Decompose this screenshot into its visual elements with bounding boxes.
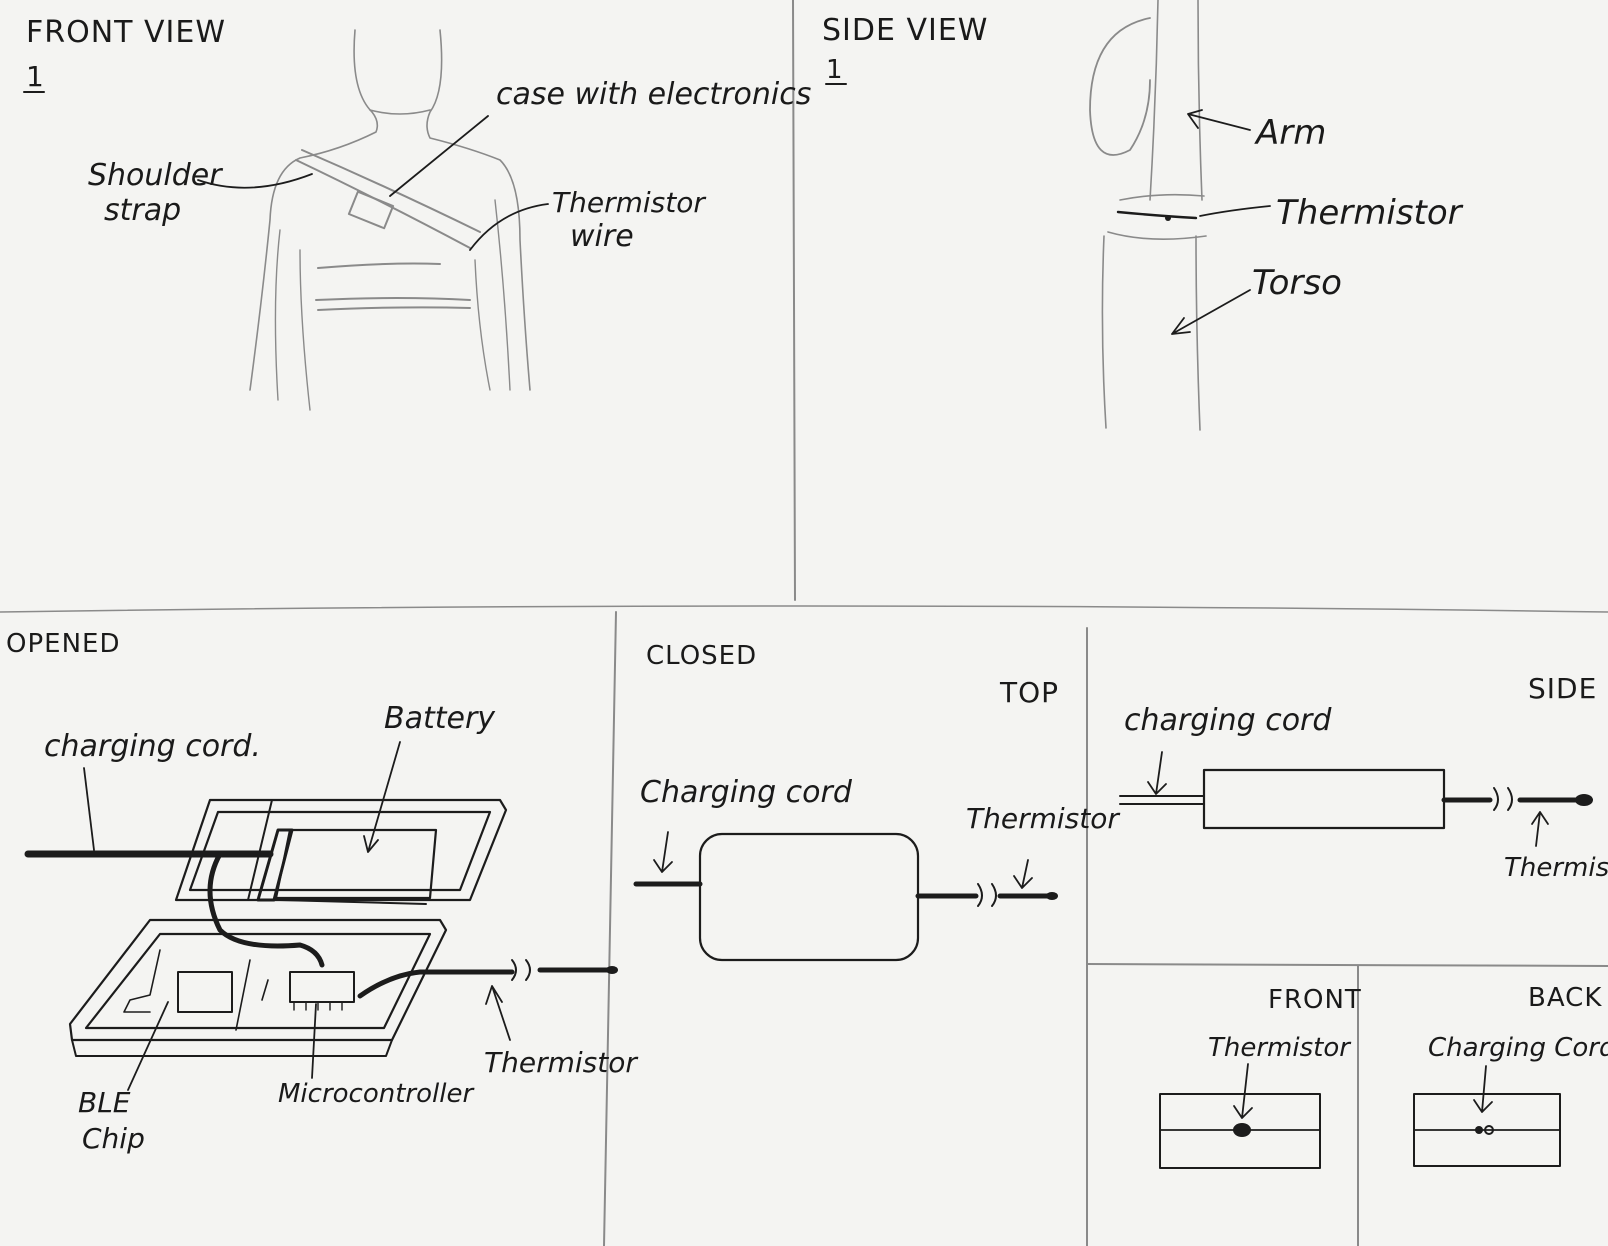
arm-label: Arm <box>1254 113 1326 153</box>
thermistor-wire-label-line2: wire <box>570 219 634 254</box>
closed-side-charging-cord-label: charging cord <box>1124 703 1332 738</box>
closed-front-thermistor-leader <box>1234 1064 1252 1118</box>
front-torso-figure <box>250 30 530 410</box>
shoulder-strap-label-line2: strap <box>104 193 181 228</box>
closed-top-title: TOP <box>999 676 1059 709</box>
thermistor-wire-label-line1: Thermistor <box>552 186 706 219</box>
closed-side-title: SIDE <box>1528 672 1597 705</box>
torso-label: Torso <box>1252 263 1342 303</box>
ble-label-line2: Chip <box>82 1122 145 1155</box>
arm-leader <box>1188 110 1250 130</box>
case-leader <box>390 116 488 196</box>
closed-front-thermistor-port <box>1233 1123 1251 1137</box>
front-view-panel: FRONT VIEW 1 Shoulder strap case with el… <box>24 15 811 410</box>
closed-back-panel: BACK Charging Cord <box>1414 983 1608 1166</box>
closed-side-thermistor-label: Thermistor <box>1504 853 1608 883</box>
microcontroller-label: Microcontroller <box>278 1079 475 1109</box>
closed-side-charging-cord <box>1120 796 1204 804</box>
thermistor-wire-leader <box>470 204 548 250</box>
battery-leader <box>364 742 400 852</box>
side-view-panel: SIDE VIEW 1 Arm Thermistor Torso <box>822 0 1464 430</box>
closed-side-case <box>1204 770 1444 828</box>
opened-panel: OPENED <box>6 629 638 1155</box>
closed-back-title: BACK <box>1528 983 1602 1013</box>
closed-top-case <box>700 834 918 960</box>
closed-back-charging-cord-label: Charging Cord <box>1428 1033 1608 1063</box>
closed-top-charging-cord-leader <box>654 832 672 872</box>
case-label: case with electronics <box>496 77 811 112</box>
opened-thermistor-leader <box>486 986 510 1040</box>
side-thermistor-leader <box>1200 206 1270 216</box>
front-view-number: 1 <box>26 60 45 93</box>
battery-label: Battery <box>384 701 496 736</box>
side-view-title: SIDE VIEW <box>822 13 988 48</box>
closed-top-panel: CLOSED TOP Charging cord Thermistor <box>636 641 1120 960</box>
torso-leader <box>1172 290 1250 334</box>
ble-label-line1: BLE <box>78 1086 131 1119</box>
ble-chip-block <box>178 972 232 1012</box>
opened-charging-cord-label: charging cord. <box>44 729 261 764</box>
side-view-number: 1 <box>826 55 844 85</box>
ble-leader <box>128 1002 168 1090</box>
closed-side-thermistor-leader <box>1532 812 1548 846</box>
opened-title: OPENED <box>6 629 120 659</box>
microcontroller-block <box>290 972 354 1002</box>
shoulder-strap-drawing <box>296 150 480 310</box>
opened-charging-cord-leader <box>84 768 94 850</box>
closed-title: CLOSED <box>646 641 757 671</box>
side-body-figure <box>1090 0 1206 430</box>
closed-front-title: FRONT <box>1268 985 1362 1015</box>
opened-thermistor-label: Thermistor <box>484 1046 638 1079</box>
front-view-title: FRONT VIEW <box>26 15 226 50</box>
closed-top-thermistor-leader <box>1014 860 1032 888</box>
closed-back-charging-port-left <box>1475 1126 1483 1134</box>
closed-top-charging-cord-label: Charging cord <box>640 775 853 810</box>
electronics-case-sketch <box>349 192 393 228</box>
side-thermistor-label: Thermistor <box>1276 193 1464 233</box>
closed-front-panel: FRONT Thermistor <box>1160 985 1362 1168</box>
closed-front-thermistor-label: Thermistor <box>1208 1033 1352 1063</box>
closed-back-charging-cord-leader <box>1474 1066 1492 1112</box>
opened-case-drawing <box>28 800 618 1056</box>
closed-side-panel: SIDE charging cord Thermistor <box>1120 672 1608 883</box>
closed-side-charging-cord-leader <box>1148 752 1166 794</box>
shoulder-strap-label-line1: Shoulder <box>88 158 223 193</box>
closed-top-thermistor-label: Thermistor <box>966 802 1120 835</box>
battery-block <box>276 830 436 898</box>
